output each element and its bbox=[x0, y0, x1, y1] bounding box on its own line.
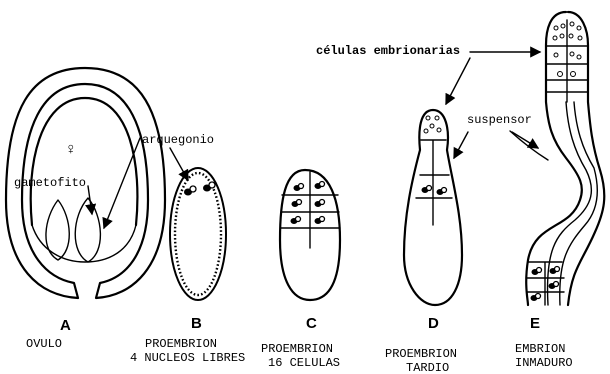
panel-d-letter: D bbox=[428, 315, 439, 332]
panel-a-caption: OVULO bbox=[26, 337, 62, 351]
female-symbol: ♀ bbox=[66, 141, 76, 159]
panel-b-caption-1: PROEMBRION bbox=[145, 337, 217, 351]
gametofito-label: gametofito bbox=[14, 176, 86, 190]
proembryo-16-cells bbox=[280, 170, 340, 300]
panel-a-letter: A bbox=[60, 317, 71, 334]
panel-e-caption-1: EMBRION bbox=[515, 342, 565, 356]
proembryo-4-nuclei bbox=[170, 168, 226, 300]
panel-b-letter: B bbox=[191, 315, 202, 332]
panel-c-caption-1: PROEMBRION bbox=[261, 342, 333, 356]
panel-c-letter: C bbox=[306, 315, 317, 332]
panel-e-letter: E bbox=[530, 315, 540, 332]
panel-e-caption-2: INMADURO bbox=[515, 356, 573, 370]
proembryo-late bbox=[404, 110, 462, 305]
suspensor-label: suspensor bbox=[467, 113, 532, 127]
panel-c-caption-2: 16 CELULAS bbox=[268, 356, 340, 370]
panel-b-caption-2: 4 NUCLEOS LIBRES bbox=[130, 351, 245, 365]
arquegonio-label: arquegonio bbox=[142, 133, 214, 147]
panel-d-caption-2: TARDIO bbox=[406, 361, 449, 374]
immature-embryo bbox=[526, 12, 604, 305]
panel-d-caption-1: PROEMBRION bbox=[385, 347, 457, 361]
celulas-embrionarias-label: células embrionarias bbox=[316, 44, 460, 58]
